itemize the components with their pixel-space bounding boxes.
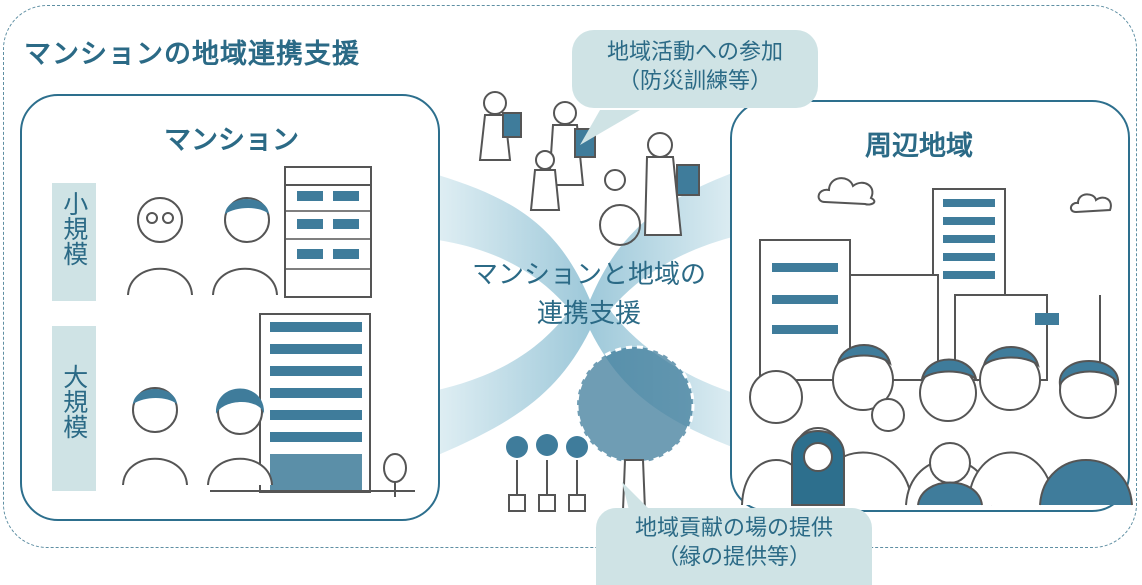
large-scale-label: 大規模 xyxy=(52,326,96,491)
outer-frame xyxy=(3,5,1137,548)
center-label-line2: 連携支援 xyxy=(536,299,641,329)
community-people-illustration xyxy=(741,344,1133,506)
large-building-illustration xyxy=(259,313,371,493)
elderly-man-illustration xyxy=(127,197,193,296)
large-scale-label-text: 大規模 xyxy=(59,364,89,439)
small-building-illustration xyxy=(284,166,372,298)
cloud-icon xyxy=(817,177,876,206)
man-arms-crossed-illustration xyxy=(122,387,188,486)
town-buildings-illustration xyxy=(759,188,1101,381)
woman-worried-illustration xyxy=(207,388,273,486)
cloud-icon-small xyxy=(1070,193,1112,214)
center-label: マンションと地域の 連携支援 xyxy=(455,256,723,334)
small-scale-label: 小規模 xyxy=(52,183,96,301)
ground-line xyxy=(210,490,415,492)
tree-icon xyxy=(383,453,407,497)
community-contribution-line1: 地域貢献の場の提供 xyxy=(634,516,833,541)
community-activity-line2: （防災訓練等） xyxy=(617,69,772,95)
community-activity-line1: 地域活動への参加 xyxy=(606,40,783,65)
mansion-panel-title: マンション xyxy=(164,125,299,156)
bubble-top-tail xyxy=(580,110,640,145)
small-scale-label-text: 小規模 xyxy=(59,191,89,266)
community-activity-bubble: 地域活動への参加 （防災訓練等） xyxy=(572,30,818,108)
community-contribution-line2: （緑の提供等） xyxy=(656,545,811,571)
community-panel-title: 周辺地域 xyxy=(865,131,973,162)
greenery-illustration xyxy=(506,345,695,512)
disaster-drill-people-illustration xyxy=(478,91,700,246)
community-contribution-bubble: 地域貢献の場の提供 （緑の提供等） xyxy=(596,508,872,585)
page-title: マンションの地域連携支援 xyxy=(24,39,360,70)
center-label-line1: マンションと地域の xyxy=(471,260,706,290)
person-thinking-illustration xyxy=(212,197,278,296)
